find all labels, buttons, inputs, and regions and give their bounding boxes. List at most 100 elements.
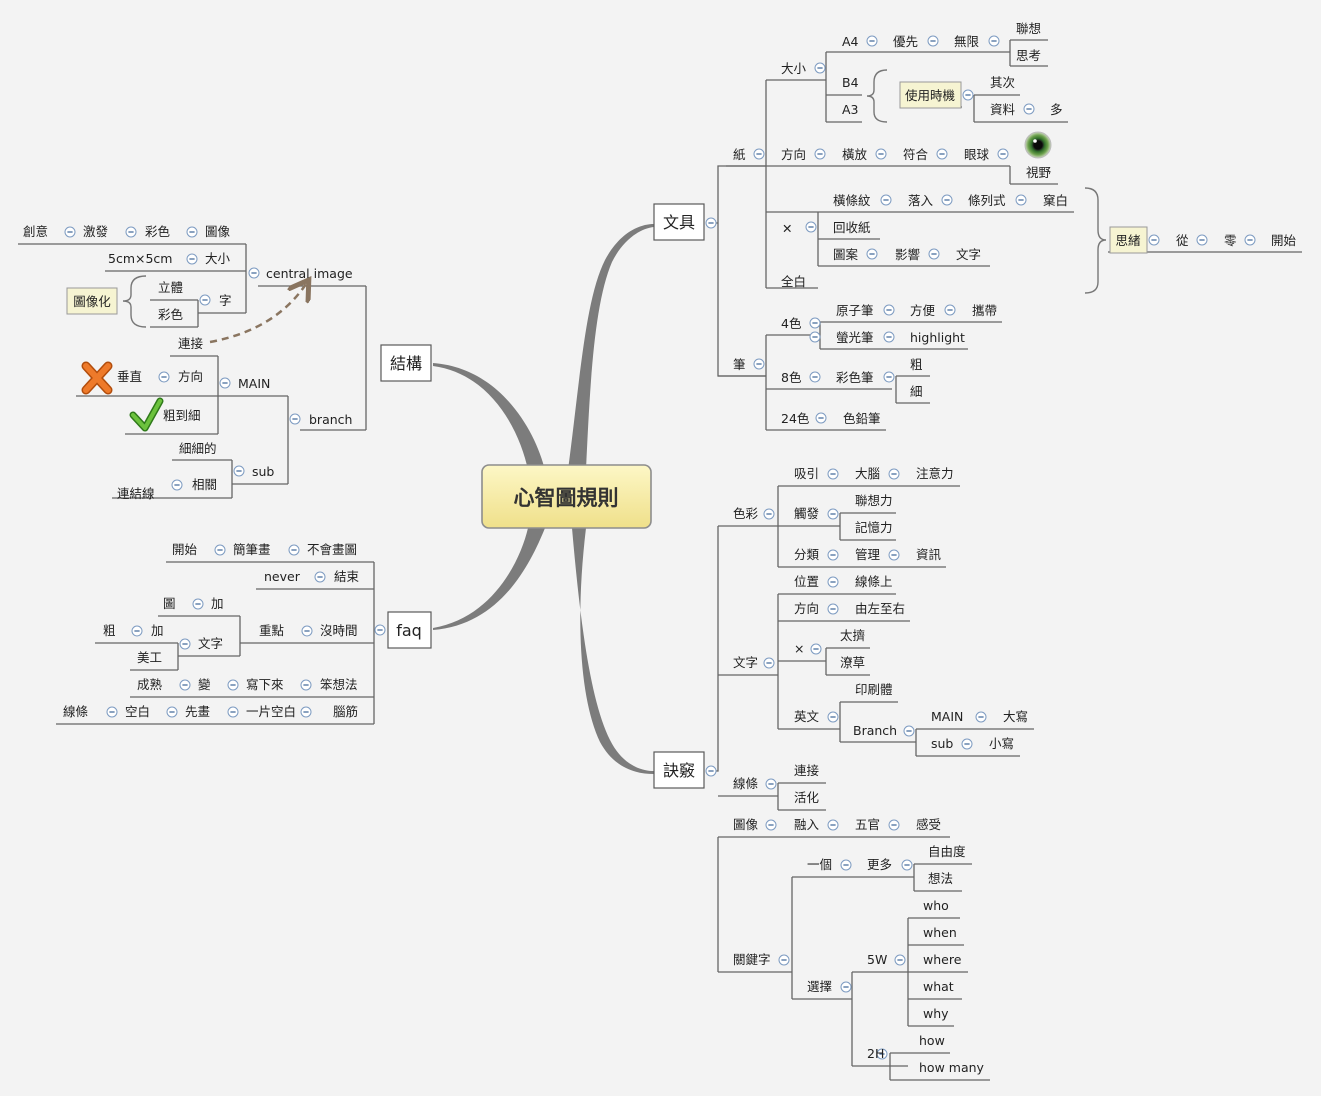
label-jia1[interactable]: 加: [211, 596, 224, 611]
label-naojin[interactable]: 腦筋: [333, 704, 358, 719]
collapse-marker-icon[interactable]: [288, 544, 300, 556]
label-cu[interactable]: 粗: [910, 357, 923, 372]
label-lianjie[interactable]: 連接: [794, 763, 820, 778]
collapse-marker-icon[interactable]: [936, 148, 948, 160]
central-topic[interactable]: 心智圖規則: [481, 464, 652, 529]
label-bi[interactable]: 筆: [733, 357, 746, 372]
label-size-val[interactable]: 5cm×5cm: [108, 251, 172, 266]
label-wuguan[interactable]: 五官: [855, 817, 880, 832]
label-xiexialai[interactable]: 寫下來: [246, 677, 284, 692]
label-fangxiang[interactable]: 方向: [178, 369, 203, 384]
collapse-marker-icon[interactable]: [961, 738, 973, 750]
label-jiyili[interactable]: 記憶力: [855, 520, 893, 535]
collapse-marker-icon[interactable]: [888, 819, 900, 831]
collapse-marker-icon[interactable]: [901, 859, 913, 871]
label-cudaoxi[interactable]: 粗到細: [163, 408, 201, 423]
label-what[interactable]: what: [923, 979, 954, 994]
label-wenzi[interactable]: 文字: [733, 655, 758, 670]
collapse-marker-icon[interactable]: [883, 371, 895, 383]
label-quanbai[interactable]: 全白: [781, 274, 806, 289]
collapse-marker-icon[interactable]: [875, 148, 887, 160]
label-secai[interactable]: 色彩: [733, 506, 759, 521]
label-wenzi[interactable]: 文字: [956, 247, 981, 262]
collapse-marker-icon[interactable]: [158, 371, 170, 383]
label-bian[interactable]: 變: [198, 677, 211, 692]
label-kaishi[interactable]: 開始: [172, 542, 198, 557]
label-tuxiang[interactable]: 圖像: [733, 817, 759, 832]
branch-jueqiao[interactable]: 訣竅: [653, 751, 705, 789]
label-daxiao[interactable]: 大小: [781, 61, 807, 76]
label-ling[interactable]: 零: [1224, 233, 1237, 248]
collapse-marker-icon[interactable]: [814, 148, 826, 160]
label-xiyin[interactable]: 吸引: [794, 466, 819, 481]
label-caisebi[interactable]: 彩色筆: [836, 370, 874, 385]
label-guanjianzi[interactable]: 關鍵字: [733, 952, 771, 967]
collapse-marker-icon[interactable]: [233, 465, 245, 477]
label-guanli[interactable]: 管理: [855, 547, 881, 562]
label-sub[interactable]: sub: [931, 736, 953, 751]
label-huohua[interactable]: 活化: [794, 790, 820, 805]
label-lianxiangli[interactable]: 聯想力: [855, 493, 893, 508]
collapse-marker-icon[interactable]: [1023, 103, 1035, 115]
collapse-marker-icon[interactable]: [289, 413, 301, 425]
label-zhongdian[interactable]: 重點: [259, 623, 284, 638]
collapse-marker-icon[interactable]: [214, 544, 226, 556]
collapse-marker-icon[interactable]: [166, 706, 178, 718]
collapse-marker-icon[interactable]: [840, 981, 852, 993]
label-zhi[interactable]: 紙: [733, 147, 746, 162]
label-xuanze[interactable]: 選擇: [807, 979, 832, 994]
collapse-marker-icon[interactable]: [374, 624, 386, 636]
label-xixide[interactable]: 細細的: [179, 441, 217, 456]
collapse-marker-icon[interactable]: [827, 549, 839, 561]
callout-sixu[interactable]: 思緒: [1109, 226, 1148, 254]
collapse-marker-icon[interactable]: [809, 371, 821, 383]
label-meishijian[interactable]: 沒時間: [320, 623, 358, 638]
label-jianbihua[interactable]: 簡筆畫: [233, 542, 271, 557]
label-lianjiexian[interactable]: 連結線: [117, 486, 155, 501]
collapse-marker-icon[interactable]: [300, 679, 312, 691]
label-jieshu[interactable]: 結束: [334, 569, 360, 584]
label-jifa[interactable]: 激發: [83, 224, 109, 239]
label-zi[interactable]: 字: [219, 293, 232, 308]
label-kongbai[interactable]: 空白: [125, 704, 150, 719]
collapse-marker-icon[interactable]: [944, 304, 956, 316]
collapse-marker-icon[interactable]: [805, 221, 817, 233]
collapse-marker-icon[interactable]: [883, 304, 895, 316]
collapse-marker-icon[interactable]: [179, 679, 191, 691]
collapse-marker-icon[interactable]: [64, 226, 76, 238]
label-highlight[interactable]: highlight: [910, 330, 965, 345]
label-hengtiaowen[interactable]: 橫條紋: [833, 193, 871, 208]
label-shiye[interactable]: 視野: [1026, 165, 1052, 180]
collapse-marker-icon[interactable]: [866, 35, 878, 47]
label-yipiankongbai[interactable]: 一片空白: [246, 704, 296, 719]
collapse-marker-icon[interactable]: [827, 603, 839, 615]
collapse-marker-icon[interactable]: [883, 331, 895, 343]
label-youzuozhiyou[interactable]: 由左至右: [855, 601, 905, 616]
branch-faq[interactable]: faq: [387, 611, 432, 649]
label-yingxiang[interactable]: 影響: [895, 247, 920, 262]
label-ziliao[interactable]: 資料: [990, 102, 1016, 117]
label-xiantiao[interactable]: 線條: [63, 704, 89, 719]
collapse-marker-icon[interactable]: [815, 412, 827, 424]
label-tu[interactable]: 圖: [163, 596, 176, 611]
collapse-marker-icon[interactable]: [1148, 234, 1160, 246]
branch-jiegou[interactable]: 結構: [380, 344, 432, 382]
label-how[interactable]: how: [919, 1033, 945, 1048]
collapse-marker-icon[interactable]: [962, 89, 974, 101]
label-fangxiang[interactable]: 方向: [781, 147, 806, 162]
label-ganshou[interactable]: 感受: [916, 817, 941, 832]
collapse-marker-icon[interactable]: [866, 248, 878, 260]
label-danao[interactable]: 大腦: [855, 466, 880, 481]
collapse-marker-icon[interactable]: [927, 35, 939, 47]
label-chufa[interactable]: 觸發: [794, 506, 820, 521]
collapse-marker-icon[interactable]: [1015, 194, 1027, 206]
collapse-marker-icon[interactable]: [928, 248, 940, 260]
label-where[interactable]: where: [923, 952, 962, 967]
collapse-marker-icon[interactable]: [880, 194, 892, 206]
label-tuan[interactable]: 圖案: [833, 247, 859, 262]
label-xiantiao[interactable]: 線條: [733, 776, 759, 791]
collapse-marker-icon[interactable]: [988, 35, 1000, 47]
collapse-marker-icon[interactable]: [827, 819, 839, 831]
label-daxiao[interactable]: 大小: [205, 251, 231, 266]
label-x-mark[interactable]: ×: [794, 641, 804, 656]
